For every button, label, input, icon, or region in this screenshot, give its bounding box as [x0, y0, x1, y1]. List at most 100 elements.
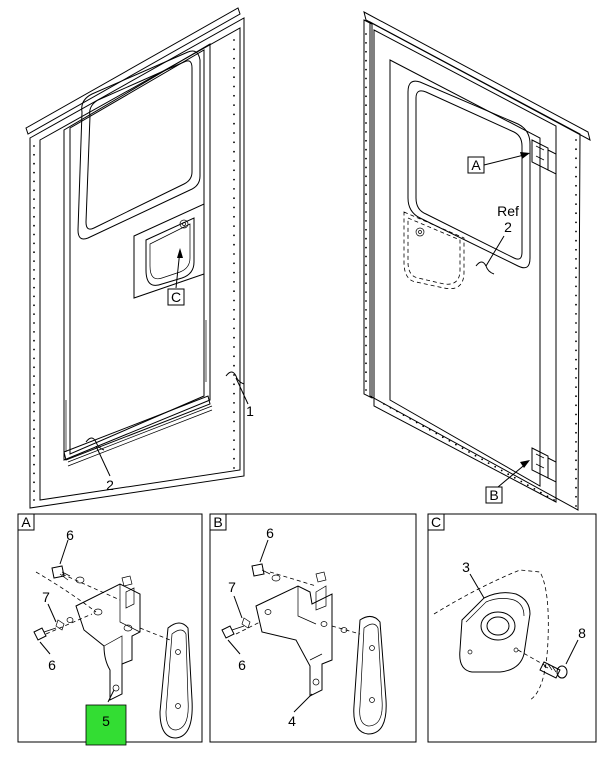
rivet-dot: [575, 450, 577, 452]
rivet-dot: [33, 384, 35, 386]
rivet-dot: [389, 406, 392, 409]
callout-8: 8: [578, 625, 586, 641]
rivet-dot: [33, 419, 35, 422]
rivet-dot: [33, 490, 35, 492]
rivet-dot: [575, 358, 577, 361]
rivet-dot: [233, 48, 235, 51]
rivet-dot: [575, 322, 577, 324]
rivet-dot: [468, 451, 470, 453]
rivet-dot: [540, 491, 542, 494]
rivet-dot: [233, 290, 235, 293]
rivet-dot: [575, 148, 577, 151]
rivet-dot: [33, 295, 35, 298]
rivet-dot: [233, 374, 235, 376]
rivet-dot: [365, 202, 367, 205]
rivet-dot: [233, 262, 235, 265]
right-view-a-marker: A: [467, 152, 530, 174]
rivet-dot: [33, 269, 35, 271]
rivet-dot: [546, 495, 549, 498]
rivet-dot: [575, 468, 577, 471]
rivet-dot: [33, 171, 35, 174]
rivet-dot: [526, 484, 529, 487]
rivet-dot: [33, 357, 35, 360]
rivet-dot: [365, 317, 367, 320]
rivet-dot: [365, 353, 367, 356]
rivet-dot: [233, 457, 235, 460]
rivet-dot: [365, 42, 367, 44]
rivet-dot: [428, 428, 431, 431]
rivet-dot: [33, 242, 35, 245]
rivet-dot: [494, 465, 497, 468]
rivet-dot: [233, 188, 235, 190]
rivet-dot: [233, 364, 235, 367]
callout-a6-top: 6: [66, 527, 74, 543]
detail-panel-a: A: [17, 513, 203, 746]
rivet-dot: [33, 481, 35, 484]
rivet-dot: [33, 446, 35, 448]
rivet-dot: [33, 189, 35, 192]
rivet-dot: [365, 50, 367, 53]
callout-a7: 7: [42, 589, 50, 605]
rivet-dot: [365, 344, 367, 347]
rivet-dot: [365, 309, 367, 311]
callout-ref-2: Ref 2: [475, 203, 519, 275]
screw-a-top: [51, 565, 133, 587]
rivet-dot: [402, 414, 405, 416]
rivet-dot: [365, 148, 367, 151]
rivet-dot: [33, 215, 35, 218]
rivet-dot: [233, 85, 235, 88]
rivet-dot: [533, 488, 536, 490]
rivet-dot: [513, 476, 516, 479]
rivet-dot: [575, 367, 577, 370]
rivet-dot: [233, 299, 235, 302]
rivet-dot: [365, 193, 367, 196]
rivet-dot: [33, 277, 35, 280]
left-door-rivets: [33, 39, 235, 501]
rivet-dot: [233, 308, 235, 311]
rivet-dot: [365, 86, 367, 89]
highlight-callout-5[interactable]: [85, 704, 127, 746]
rivet-dot: [575, 331, 577, 333]
rivet-dot: [365, 68, 367, 71]
rivet-dot: [365, 264, 367, 267]
rivet-dot: [233, 336, 235, 339]
rivet-dot: [33, 162, 35, 165]
rivet-dot: [365, 166, 367, 169]
detail-panel-b: B 6 7 6 4: [209, 513, 417, 743]
rivet-dot: [233, 383, 235, 386]
rivet-dot: [33, 428, 35, 431]
rivet-dot: [233, 429, 235, 432]
rivet-dot: [233, 39, 235, 41]
rivet-dot: [365, 326, 367, 329]
rivet-dot: [365, 335, 367, 338]
rivet-dot: [365, 95, 367, 98]
view-label-a: A: [471, 157, 481, 173]
rivet-dot: [575, 184, 577, 187]
rivet-dot: [233, 243, 235, 246]
right-door-interior: [363, 11, 591, 511]
rivet-dot: [365, 122, 367, 124]
rivet-dot: [396, 410, 398, 413]
rivet-dot: [233, 150, 235, 153]
rivet-dot: [233, 281, 235, 283]
callout-b6-bottom: 6: [238, 657, 246, 673]
rivet-dot: [575, 313, 577, 315]
rivet-dot: [575, 459, 577, 462]
rivet-dot: [575, 431, 577, 434]
callout-ref-word: Ref: [497, 203, 519, 219]
rivet-dot: [500, 469, 503, 472]
rivet-dot: [233, 448, 235, 451]
rivet-dot: [33, 392, 35, 395]
rivet-dot: [365, 77, 367, 80]
rivet-dot: [365, 246, 367, 249]
panel-a-label: A: [21, 514, 31, 530]
rivet-dot: [365, 184, 367, 187]
callout-5-label: 5: [102, 713, 110, 729]
detail-panel-c: C 3 8: [427, 513, 597, 743]
rivet-dot: [365, 175, 367, 178]
rivet-dot: [33, 322, 35, 324]
rivet-dot: [575, 404, 577, 407]
rivet-dot: [33, 339, 35, 342]
rivet-dot: [383, 403, 385, 405]
